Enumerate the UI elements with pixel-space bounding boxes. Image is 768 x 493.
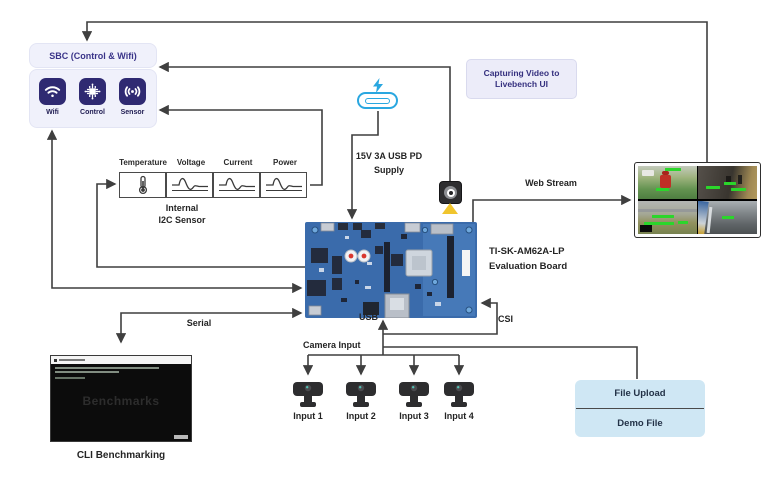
input3-label: Input 3 [399,411,429,421]
livebench-monitor [634,162,761,238]
webcam-icon [345,381,377,409]
video-feed-2 [698,166,757,200]
webcam-icon [443,381,475,409]
voltage-cell [166,172,213,198]
psu-label-line1: 15V 3A USB PD [355,151,423,161]
timestamp-box [640,225,652,232]
wifi-icon [39,78,66,105]
camera-beam [442,203,458,214]
channel-header-temperature: Temperature [119,158,167,167]
input2-label: Input 2 [346,411,376,421]
waveform-icon [218,177,255,191]
demo-file-option: Demo File [617,417,663,429]
serial-label: Serial [186,318,212,328]
input1-label: Input 1 [293,411,323,421]
power-cell [260,172,307,198]
thermometer-icon [138,175,147,195]
usb-port-label: USB [358,312,378,322]
channel-header-voltage: Voltage [176,158,206,167]
channel-header-power: Power [272,158,297,167]
webcam-icon [292,381,324,409]
i2c-caption: Internal I2C Sensor [132,202,232,226]
i2c-caption-line1: Internal [165,203,199,213]
terminal-text-line [55,367,159,369]
lightning-icon [373,78,383,93]
module-label-wifi: Wifi [46,109,59,116]
temperature-cell [119,172,166,198]
wire-web-stream [472,194,632,222]
camera-icon [439,181,462,204]
board-name: TI-SK-AM62A-LP [489,246,565,257]
capture-note: Capturing Video to Livebench UI [466,59,577,99]
camera-input-label: Camera Input [303,340,361,350]
video-feed-1 [638,166,697,200]
video-feed-3 [638,200,697,234]
sbc-title-label: SBC (Control & Wifi) [49,50,137,61]
capture-note-line1: Capturing Video to [483,67,560,78]
terminal-watermark: Benchmarks [82,394,160,408]
wire-file-upload [383,346,638,379]
cli-benchmarking-label: CLI Benchmarking [76,450,166,461]
file-source-box: File Upload Demo File [575,380,705,437]
capture-note-line2: Livebench UI [495,79,548,89]
sbc-modules-box: Wifi Control Sensor [29,69,157,128]
web-stream-label: Web Stream [525,178,577,188]
channel-header-current: Current [223,158,253,167]
psu-label: 15V 3A USB PD Supply [344,150,434,177]
module-label-sensor: Sensor [120,109,145,116]
divider [576,407,704,410]
broadcast-icon [119,78,146,105]
sbc-title-box: SBC (Control & Wifi) [29,43,157,68]
board-subname: Evaluation Board [489,260,568,272]
i2c-caption-line2: I2C Sensor [158,215,206,226]
psu-label-line2: Supply [373,164,404,175]
current-cell [213,172,260,198]
wire-monitor-to-sbc [81,21,708,164]
webcam-icon [398,381,430,409]
video-feed-4 [698,200,757,234]
terminal-text-line [55,377,85,379]
usbc-connector-icon [357,92,398,109]
terminal-text-line [55,371,119,373]
waveform-icon [171,177,208,191]
csi-port-label: CSI [498,314,514,324]
module-label-control: Control [80,109,105,116]
chip-icon [79,78,106,105]
input4-label: Input 4 [444,411,474,421]
evaluation-board-image [305,222,477,319]
terminal-titlebar [51,356,191,364]
file-upload-option: File Upload [614,388,666,400]
board-label: TI-SK-AM62A-LP Evaluation Board [489,245,579,274]
cli-terminal-window: Benchmarks [50,355,192,442]
terminal-corner-chip [174,435,188,439]
waveform-icon [265,177,302,191]
video-grid [638,166,757,234]
